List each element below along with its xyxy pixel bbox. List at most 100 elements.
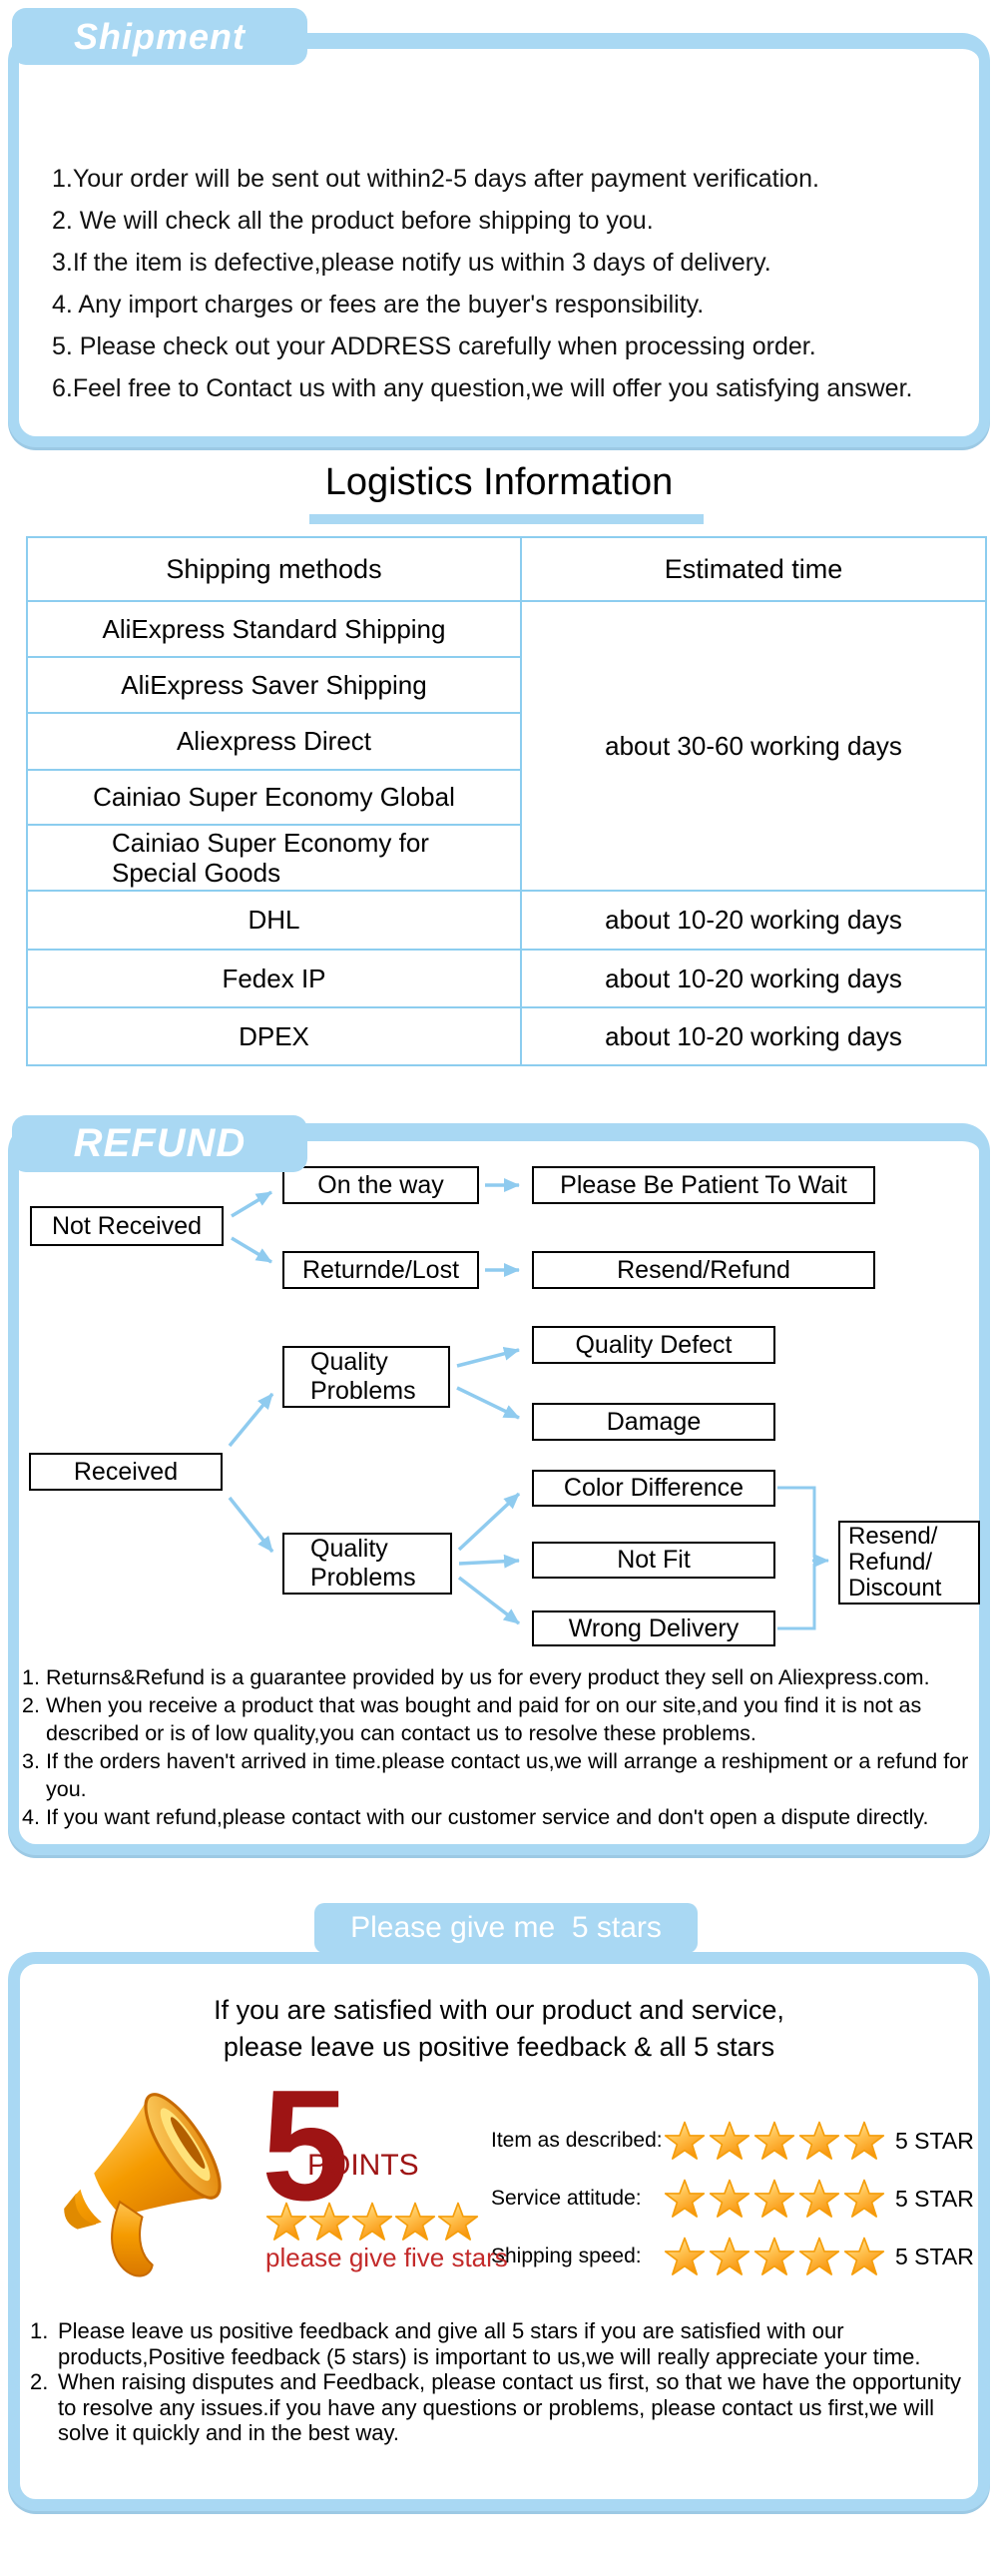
note-number: 3. [22, 1749, 40, 1773]
col-header-estimated-time: Estimated time [520, 536, 987, 602]
star-icon [753, 2121, 795, 2160]
megaphone-icon [64, 2093, 222, 2277]
star-rating [663, 2236, 887, 2277]
rating-suffix: 5 STAR [895, 2243, 974, 2269]
refund-badge-label: REFUND [73, 1121, 247, 1165]
star-icon [843, 2121, 885, 2160]
flow-box-be-patient: Please Be Patient To Wait [532, 1166, 875, 1204]
star-rating [265, 2201, 480, 2243]
flow-box-not-received: Not Received [30, 1206, 224, 1246]
flow-box-resend-refund-discount: Resend/ Refund/ Discount [838, 1521, 980, 1605]
star-icon [798, 2237, 840, 2275]
cell-method: Fedex IP [26, 949, 522, 1008]
cell-time: about 10-20 working days [520, 1006, 987, 1066]
note-number: 4. [22, 1805, 40, 1829]
feedback-note: 1. Please leave us positive feedback and… [30, 2318, 978, 2369]
note-text: Returns&Refund is a guarantee provided b… [46, 1665, 930, 1689]
rating-row: Item as described: 5 STAR [491, 2119, 982, 2163]
refund-flowchart: Not Received On the way Please Be Patien… [0, 1158, 998, 1662]
table-row: Fedex IP about 10-20 working days [26, 949, 987, 1008]
cell-method: Aliexpress Direct [26, 712, 522, 771]
feedback-notes: 1. Please leave us positive feedback and… [30, 2318, 978, 2446]
rating-label: Service attitude: [491, 2187, 642, 2210]
star-icon [664, 2179, 706, 2218]
cell-time-merged: about 30-60 working days [520, 600, 987, 892]
shipment-policy-item: 6.Feel free to Contact us with any quest… [52, 374, 913, 402]
star-icon [709, 2121, 750, 2160]
note-text: When you receive a product that was boug… [46, 1693, 922, 1745]
big-five-number: 5 [261, 2058, 349, 2234]
feedback-heading-line1: If you are satisfied with our product an… [214, 1995, 784, 2025]
table-row: Cainiao Super Economy Global [26, 769, 986, 826]
star-icon [843, 2237, 885, 2275]
table-row: DHL about 10-20 working days [26, 890, 987, 951]
cell-time: about 10-20 working days [520, 890, 987, 951]
star-icon [265, 2202, 307, 2241]
star-icon [709, 2237, 750, 2275]
flow-box-on-the-way: On the way [282, 1166, 479, 1204]
logistics-table: Shipping methods Estimated time AliExpre… [26, 536, 987, 1066]
title-underline [309, 514, 704, 524]
flow-box-resend-refund: Resend/Refund [532, 1251, 875, 1289]
rating-label: Shipping speed: [491, 2245, 642, 2267]
flow-box-wrong-delivery: Wrong Delivery [532, 1610, 775, 1646]
note-text: If you want refund,please contact with o… [46, 1805, 929, 1829]
shipment-policy-item: 5. Please check out your ADDRESS careful… [52, 332, 816, 360]
five-stars-badge: Please give me 5 stars [314, 1903, 698, 1953]
note-text: Please leave us positive feedback and gi… [58, 2318, 921, 2369]
refund-badge: REFUND [12, 1115, 307, 1172]
cell-method: Cainiao Super Economy Global [26, 769, 522, 826]
star-icon [664, 2237, 706, 2275]
refund-notes: 1. Returns&Refund is a guarantee provide… [22, 1663, 985, 1831]
refund-note: 3. If the orders haven't arrived in time… [22, 1747, 985, 1803]
table-row: AliExpress Saver Shipping [26, 656, 986, 714]
shipment-policy-item: 2. We will check all the product before … [52, 207, 654, 235]
star-icon [437, 2202, 479, 2241]
star-icon [798, 2121, 840, 2160]
shipment-badge: Shipment [12, 8, 307, 65]
table-row: Cainiao Super Economy for Special Goods [26, 824, 986, 892]
rating-rows: Item as described: 5 STAR Service attitu… [491, 2119, 982, 2292]
note-text: When raising disputes and Feedback, plea… [58, 2369, 961, 2445]
star-icon [709, 2179, 750, 2218]
star-icon [753, 2179, 795, 2218]
refund-note: 2. When you receive a product that was b… [22, 1691, 985, 1747]
table-row: DPEX about 10-20 working days [26, 1006, 987, 1066]
shipment-policy-item: 3.If the item is defective,please notify… [52, 249, 771, 277]
star-icon [753, 2237, 795, 2275]
shipment-box [8, 33, 990, 447]
star-icon [843, 2179, 885, 2218]
cell-method: DHL [26, 890, 522, 951]
table-header-row: Shipping methods Estimated time [26, 536, 987, 602]
flow-box-color-difference: Color Difference [532, 1470, 775, 1507]
note-number: 2. [30, 2369, 49, 2394]
star-icon [798, 2179, 840, 2218]
rating-label: Item as described: [491, 2129, 663, 2152]
cell-method: AliExpress Saver Shipping [26, 656, 522, 714]
logistics-title: Logistics Information [324, 461, 674, 503]
note-text: If the orders haven't arrived in time.pl… [46, 1749, 969, 1801]
star-icon [351, 2202, 393, 2241]
feedback-box [8, 1952, 990, 2511]
table-row: Aliexpress Direct [26, 712, 986, 771]
note-number: 2. [22, 1693, 40, 1717]
give-five-stars-label: please give five stars [265, 2243, 508, 2272]
rating-row: Service attitude: 5 STAR [491, 2177, 982, 2221]
refund-note: 4. If you want refund,please contact wit… [22, 1803, 985, 1831]
cell-method: AliExpress Standard Shipping [26, 600, 522, 658]
points-label: POINTS [307, 2149, 419, 2182]
flow-box-quality-defect: Quality Defect [532, 1326, 775, 1364]
rating-suffix: 5 STAR [895, 2185, 974, 2212]
refund-note: 1. Returns&Refund is a guarantee provide… [22, 1663, 985, 1691]
shipment-badge-label: Shipment [73, 15, 246, 57]
flow-box-quality-problems-1: Quality Problems [282, 1346, 450, 1408]
star-icon [308, 2202, 350, 2241]
cell-time: about 10-20 working days [520, 949, 987, 1008]
flow-box-quality-problems-2: Quality Problems [282, 1533, 452, 1595]
feedback-note: 2. When raising disputes and Feedback, p… [30, 2369, 978, 2446]
flow-box-received: Received [29, 1453, 223, 1491]
flow-box-not-fit: Not Fit [532, 1542, 775, 1579]
rating-row: Shipping speed: 5 STAR [491, 2235, 982, 2278]
note-number: 1. [30, 2318, 49, 2343]
cell-method: DPEX [26, 1006, 522, 1066]
